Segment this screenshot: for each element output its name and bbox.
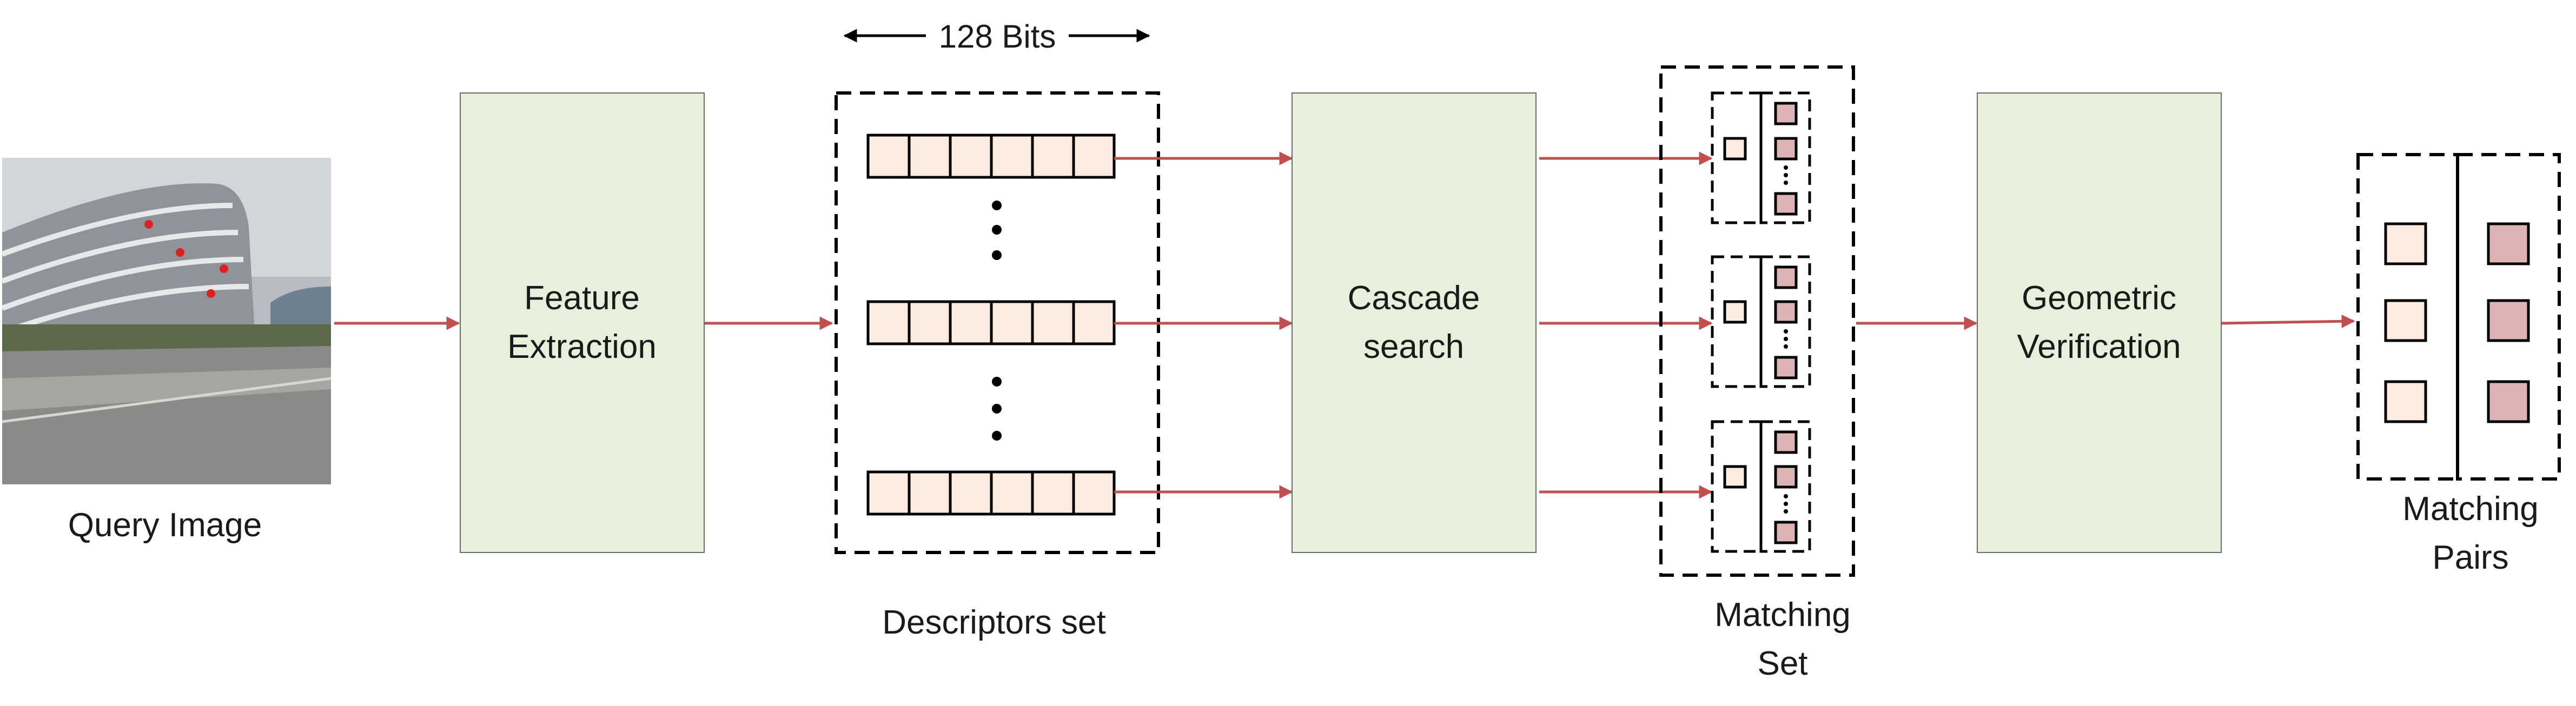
query-descriptor-cell — [2384, 222, 2427, 265]
feature-extraction-label-line2: Extraction — [507, 328, 657, 365]
keypoint-marker — [220, 264, 228, 273]
descriptor-row — [866, 300, 1116, 345]
matched-descriptor-cell — [2487, 299, 2530, 342]
match-group — [1711, 255, 1811, 388]
keypoint-marker — [176, 248, 184, 257]
ellipsis-dots — [992, 201, 1002, 260]
matching-set-label-line2: Set — [1757, 645, 1807, 682]
cascade-search-box — [1292, 92, 1537, 553]
matching-set-container — [1659, 65, 1855, 577]
matching-pairs-label-line1: Matching — [2402, 490, 2539, 528]
query-descriptor-cell — [2384, 299, 2427, 342]
matched-descriptor-cell — [2487, 380, 2530, 423]
match-group — [1711, 91, 1811, 224]
flow-arrow — [2221, 314, 2355, 328]
matched-descriptor-cell — [2487, 222, 2530, 265]
descriptor-row — [866, 470, 1116, 516]
geometric-verification-box — [1977, 92, 2222, 553]
keypoint-marker — [144, 220, 153, 229]
descriptor-row — [866, 134, 1116, 179]
cascade-search-label-line1: Cascade — [1348, 279, 1480, 317]
matching-pairs-label-line2: Pairs — [2432, 539, 2508, 576]
keypoint-marker — [207, 289, 215, 298]
query-descriptor-cell — [2384, 380, 2427, 423]
query-image-label: Query Image — [68, 507, 262, 544]
bits-label: 128 Bits — [939, 18, 1056, 55]
feature-extraction-box — [460, 92, 705, 553]
match-group — [1711, 420, 1811, 553]
descriptors-set-label: Descriptors set — [882, 604, 1105, 641]
query-image — [1, 158, 332, 484]
matching-pairs-container — [2356, 153, 2561, 481]
geometric-verification-label-line2: Verification — [2017, 328, 2181, 365]
matching-set-label-line1: Matching — [1714, 596, 1851, 634]
feature-extraction-label-line1: Feature — [524, 279, 640, 317]
ellipsis-dots — [992, 377, 1002, 441]
cascade-search-label-line2: search — [1363, 328, 1464, 365]
geometric-verification-label-line1: Geometric — [2022, 279, 2176, 317]
